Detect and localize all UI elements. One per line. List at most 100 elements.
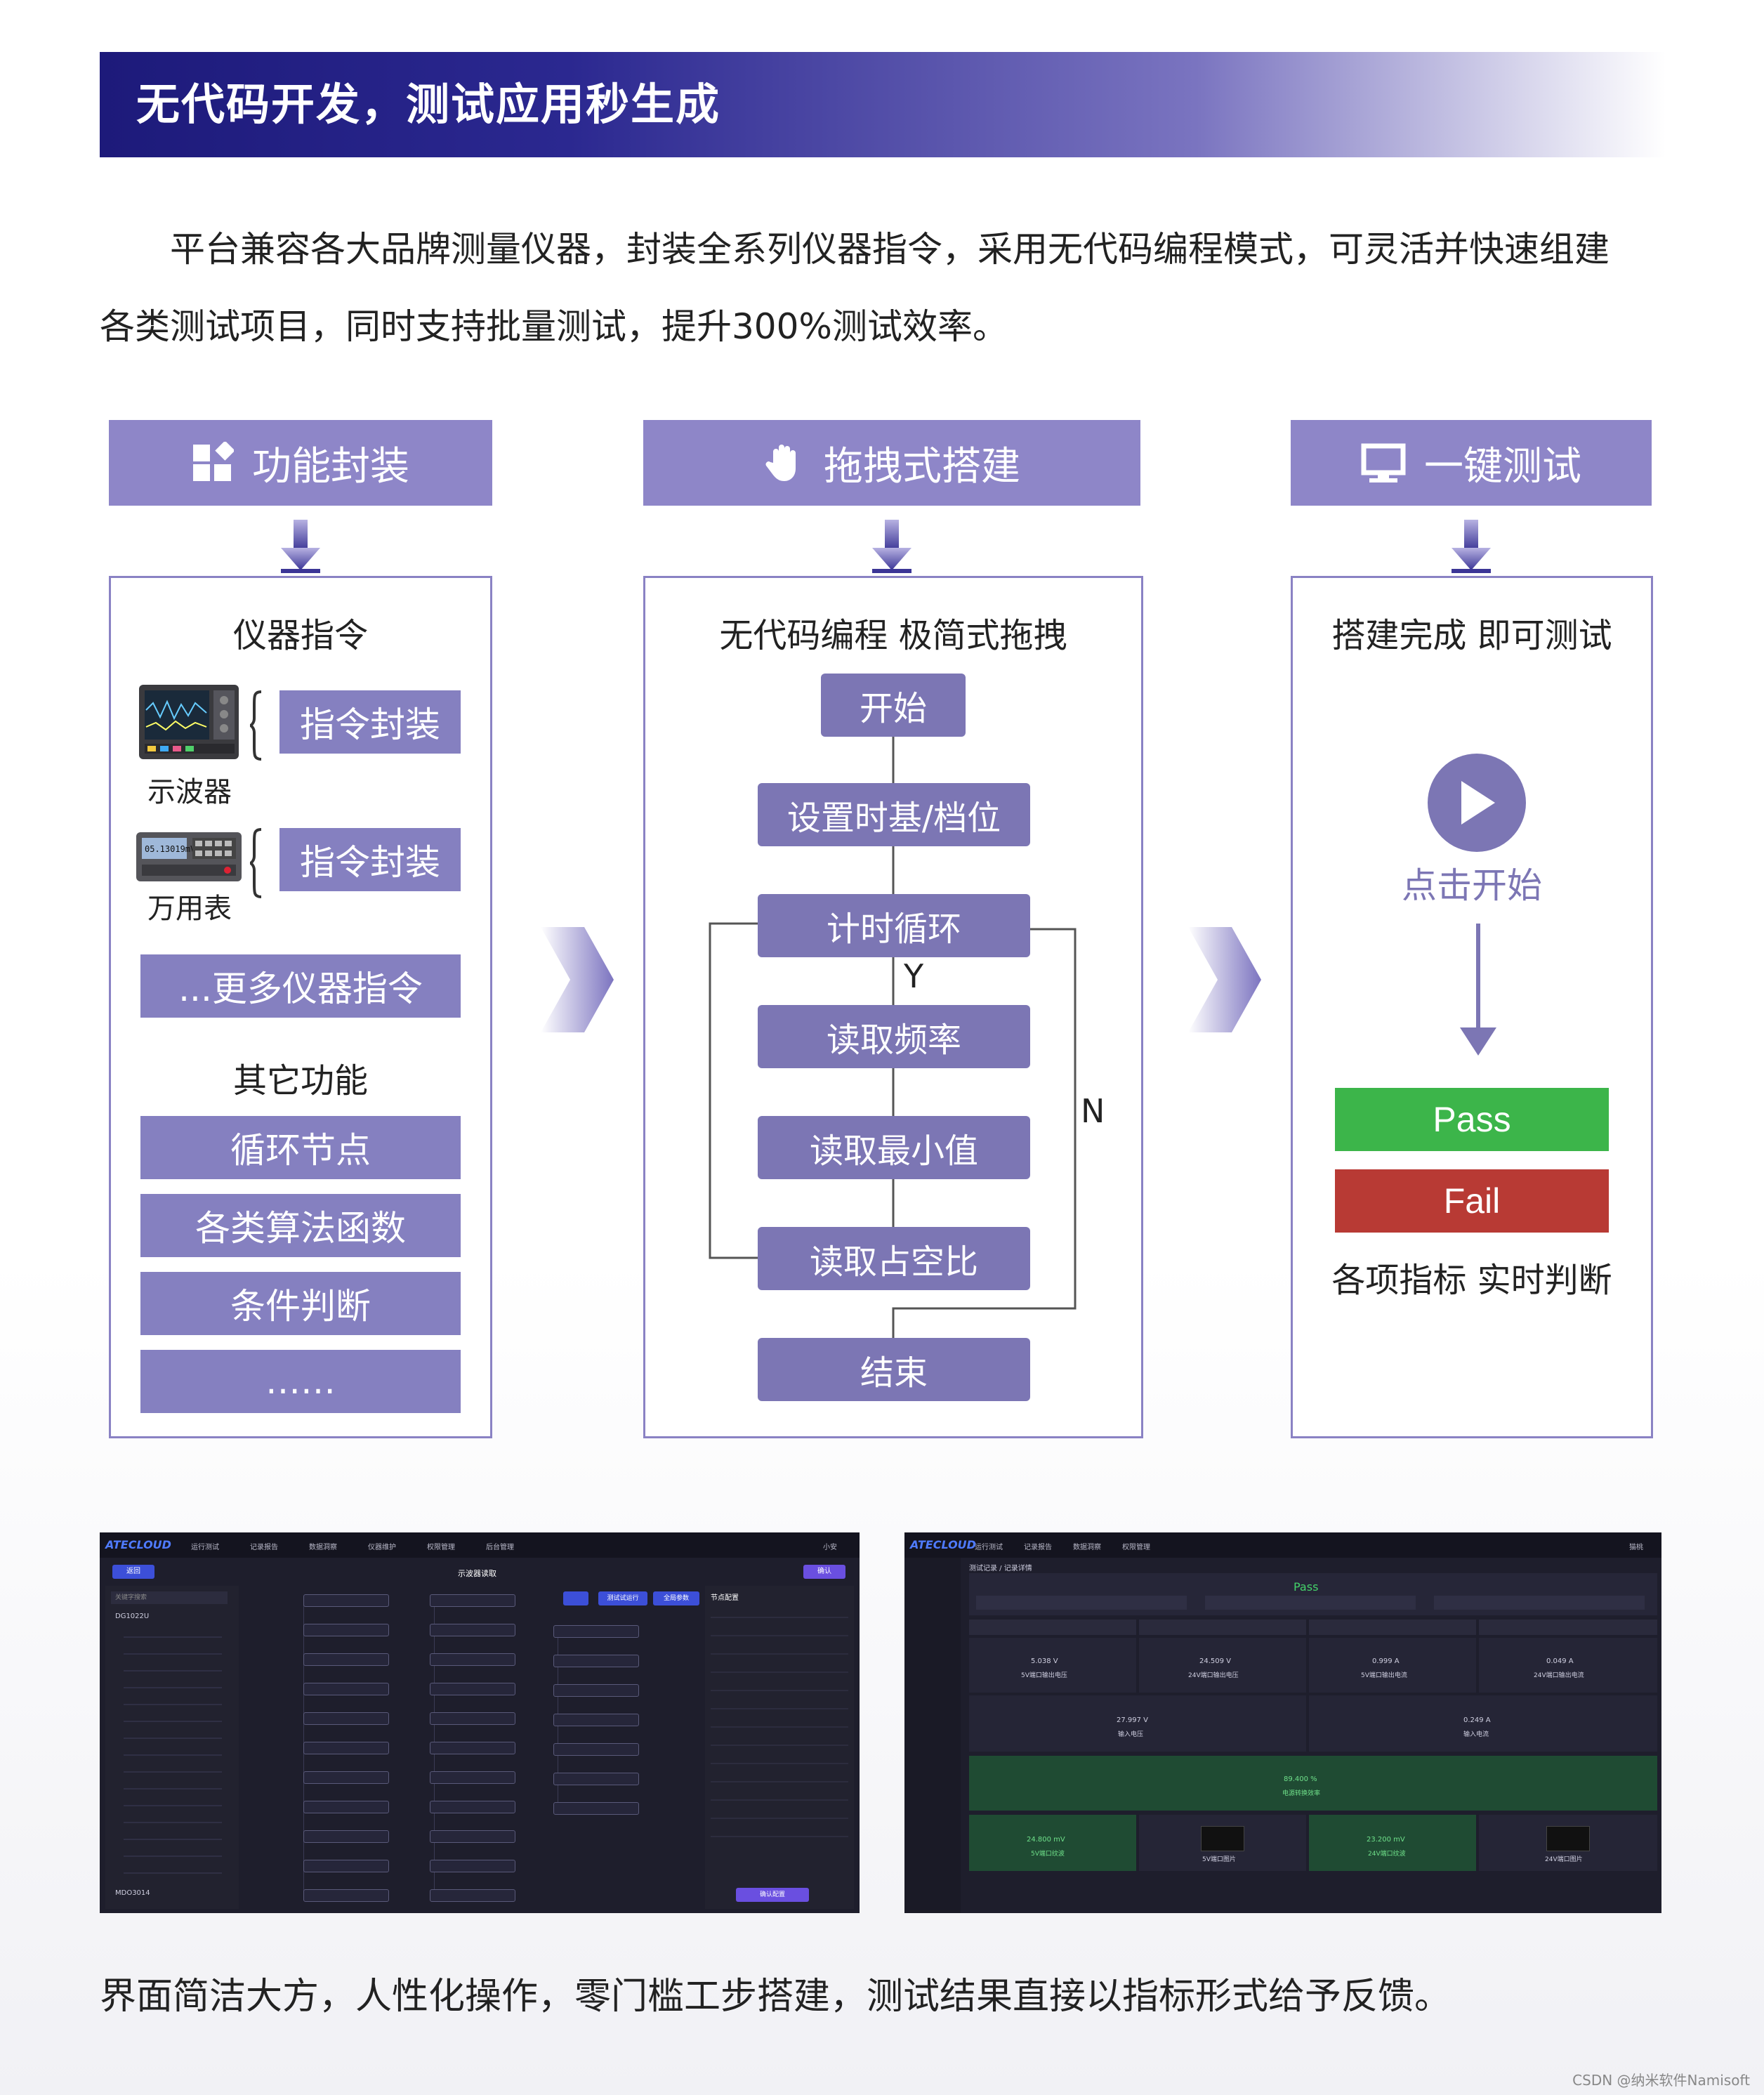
flow-node[interactable] (303, 1624, 389, 1636)
flow-step-read-min: 读取最小值 (758, 1116, 1030, 1179)
tab[interactable] (976, 1596, 1187, 1610)
nav-item[interactable]: 权限管理 (427, 1544, 455, 1551)
flow-node[interactable] (553, 1684, 639, 1697)
click-start-label: 点击开始 (1402, 865, 1542, 906)
down-arrow-icon (1452, 520, 1491, 573)
flow-node[interactable] (303, 1830, 389, 1843)
nav-item[interactable]: 运行测试 (975, 1544, 1003, 1551)
flow-node[interactable] (303, 1742, 389, 1754)
flow-step-start: 开始 (821, 674, 966, 737)
breadcrumb[interactable]: 测试记录 / 记录详情 (969, 1565, 1032, 1572)
nav-item[interactable]: 数据洞察 (1073, 1544, 1101, 1551)
user-name[interactable]: 小安 (823, 1544, 837, 1551)
flow-node[interactable] (303, 1594, 389, 1607)
flow-node[interactable] (303, 1889, 389, 1902)
other-functions-title: 其它功能 (232, 1061, 368, 1101)
efficiency-card: 89.400 % 电源转换效率 (969, 1756, 1657, 1811)
tab[interactable] (1205, 1596, 1416, 1610)
flow-node[interactable] (430, 1860, 515, 1872)
nav-item[interactable]: 仪器维护 (368, 1544, 396, 1551)
nav-item[interactable]: 记录报告 (1024, 1544, 1052, 1551)
flow-node[interactable] (430, 1742, 515, 1754)
flow-node[interactable] (303, 1860, 389, 1872)
flow-step-read-frequency: 读取频率 (758, 1005, 1030, 1068)
screenshot-flow-editor: ATECLOUD 运行测试 记录报告 数据洞察 仪器维护 权限管理 后台管理 小… (100, 1532, 860, 1913)
result-summary: Pass (969, 1573, 1657, 1615)
intro-line-1: 平台兼容各大品牌测量仪器，封装全系列仪器指令，采用无代码编程模式，可灵活并快速组… (170, 229, 1610, 270)
flow-node[interactable] (303, 1771, 389, 1784)
flow-node[interactable] (303, 1653, 389, 1666)
nav-item[interactable]: 数据洞察 (309, 1544, 337, 1551)
watermark: CSDN @纳米软件Namisoft (1572, 2072, 1750, 2089)
user-name[interactable]: 猫桃 (1629, 1544, 1643, 1551)
flow-node[interactable] (303, 1712, 389, 1725)
function-item: 条件判断 (140, 1272, 461, 1335)
nav-item[interactable]: 运行测试 (191, 1544, 219, 1551)
tab[interactable] (1434, 1596, 1645, 1610)
play-button[interactable] (1428, 754, 1526, 852)
brace-icon (249, 828, 262, 898)
app-topbar (904, 1532, 1661, 1558)
group-label[interactable]: MDO3014 (115, 1889, 150, 1897)
nav-item[interactable]: 记录报告 (250, 1544, 278, 1551)
app-logo: ATECLOUD (105, 1538, 171, 1551)
fullscreen-button[interactable] (563, 1591, 588, 1605)
flow-node[interactable] (553, 1655, 639, 1667)
trial-run-button[interactable]: 测试试运行 (598, 1591, 647, 1605)
no-branch-label: N (1081, 1092, 1105, 1130)
metric-card: 27.997 V 输入电压 (969, 1695, 1306, 1752)
search-input[interactable]: 关键字搜索 (111, 1591, 228, 1604)
waveform-thumbnail[interactable] (1546, 1826, 1590, 1851)
fail-indicator: Fail (1335, 1169, 1609, 1233)
function-item: …… (140, 1350, 461, 1413)
side-nav (904, 1558, 961, 1913)
config-title: 节点配置 (711, 1594, 739, 1602)
footer-caption: 界面简洁大方，人性化操作，零门槛工步搭建，测试结果直接以指标形式给予反馈。 (100, 1976, 1452, 2018)
flow-node[interactable] (430, 1771, 515, 1784)
flow-node[interactable] (553, 1625, 639, 1638)
flow-node[interactable] (430, 1624, 515, 1636)
app-topbar (100, 1532, 860, 1558)
monitor-icon (1361, 442, 1406, 484)
confirm-button[interactable]: 确认 (803, 1565, 845, 1579)
svg-text:05.13019mV: 05.13019mV (145, 844, 195, 854)
flow-node[interactable] (430, 1594, 515, 1607)
function-item: 循环节点 (140, 1116, 461, 1179)
down-arrow-icon (872, 520, 911, 573)
node-config-panel: 节点配置 确认配置 (705, 1586, 854, 1909)
panel-title: 搭建完成 即可测试 (1331, 616, 1612, 655)
column-header-drag-build: 拖拽式搭建 (643, 420, 1140, 506)
flow-node[interactable] (430, 1889, 515, 1902)
nav-item[interactable]: 权限管理 (1122, 1544, 1150, 1551)
global-params-button[interactable]: 全局参数 (653, 1591, 699, 1605)
flow-node[interactable] (430, 1801, 515, 1813)
nav-item[interactable]: 后台管理 (486, 1544, 514, 1551)
section-header-bar: 无代码开发，测试应用秒生成 (100, 52, 1666, 157)
flow-node[interactable] (553, 1802, 639, 1815)
pass-badge: Pass (1294, 1580, 1319, 1594)
metric-card: 24.800 mV 5V端口纹波 (969, 1815, 1136, 1871)
confirm-config-button[interactable]: 确认配置 (736, 1888, 809, 1902)
flow-node[interactable] (553, 1743, 639, 1756)
config-fields (711, 1607, 848, 1846)
flow-node[interactable] (553, 1714, 639, 1726)
flow-node[interactable] (303, 1801, 389, 1813)
play-icon (1461, 781, 1495, 825)
chevron-right-icon (541, 927, 614, 1032)
flow-node[interactable] (430, 1683, 515, 1695)
command-wrap-badge-2: 指令封装 (279, 828, 461, 891)
more-instrument-commands: ...更多仪器指令 (140, 954, 461, 1018)
waveform-thumbnail[interactable] (1201, 1826, 1244, 1851)
column-header-one-click-test: 一键测试 (1291, 420, 1652, 506)
metric-header (1309, 1620, 1476, 1635)
column-header-label: 功能封装 (252, 443, 409, 490)
flow-node[interactable] (430, 1653, 515, 1666)
flow-node[interactable] (430, 1712, 515, 1725)
metric-card: 24.509 V 24V端口输出电压 (1139, 1638, 1306, 1693)
flow-node[interactable] (303, 1683, 389, 1695)
flow-step-read-duty-cycle: 读取占空比 (758, 1227, 1030, 1290)
back-button[interactable]: 返回 (112, 1565, 154, 1579)
flow-node[interactable] (553, 1773, 639, 1785)
flow-node[interactable] (430, 1830, 515, 1843)
group-label[interactable]: DG1022U (115, 1613, 150, 1620)
